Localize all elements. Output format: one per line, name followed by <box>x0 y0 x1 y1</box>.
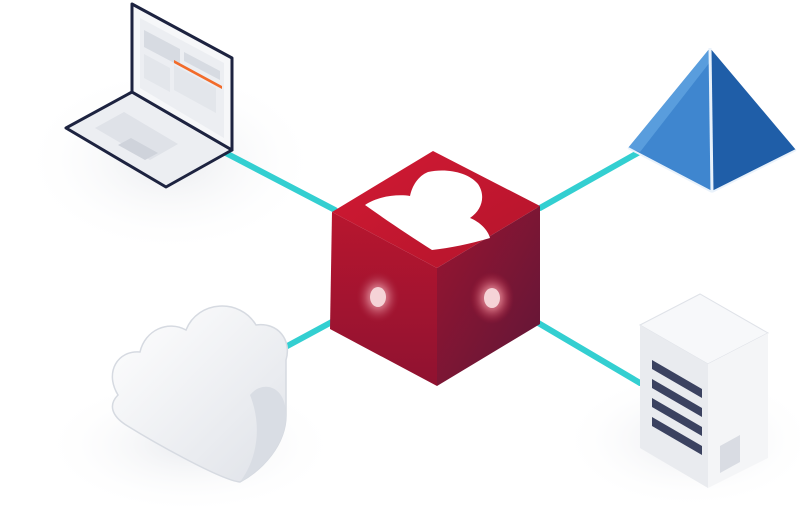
connector-laptop <box>217 147 338 213</box>
user-identity-cube-icon <box>330 151 540 386</box>
building-icon <box>638 293 770 488</box>
pyramid-icon <box>627 47 797 193</box>
laptop-icon <box>64 2 234 189</box>
cloud-icon <box>111 305 289 483</box>
